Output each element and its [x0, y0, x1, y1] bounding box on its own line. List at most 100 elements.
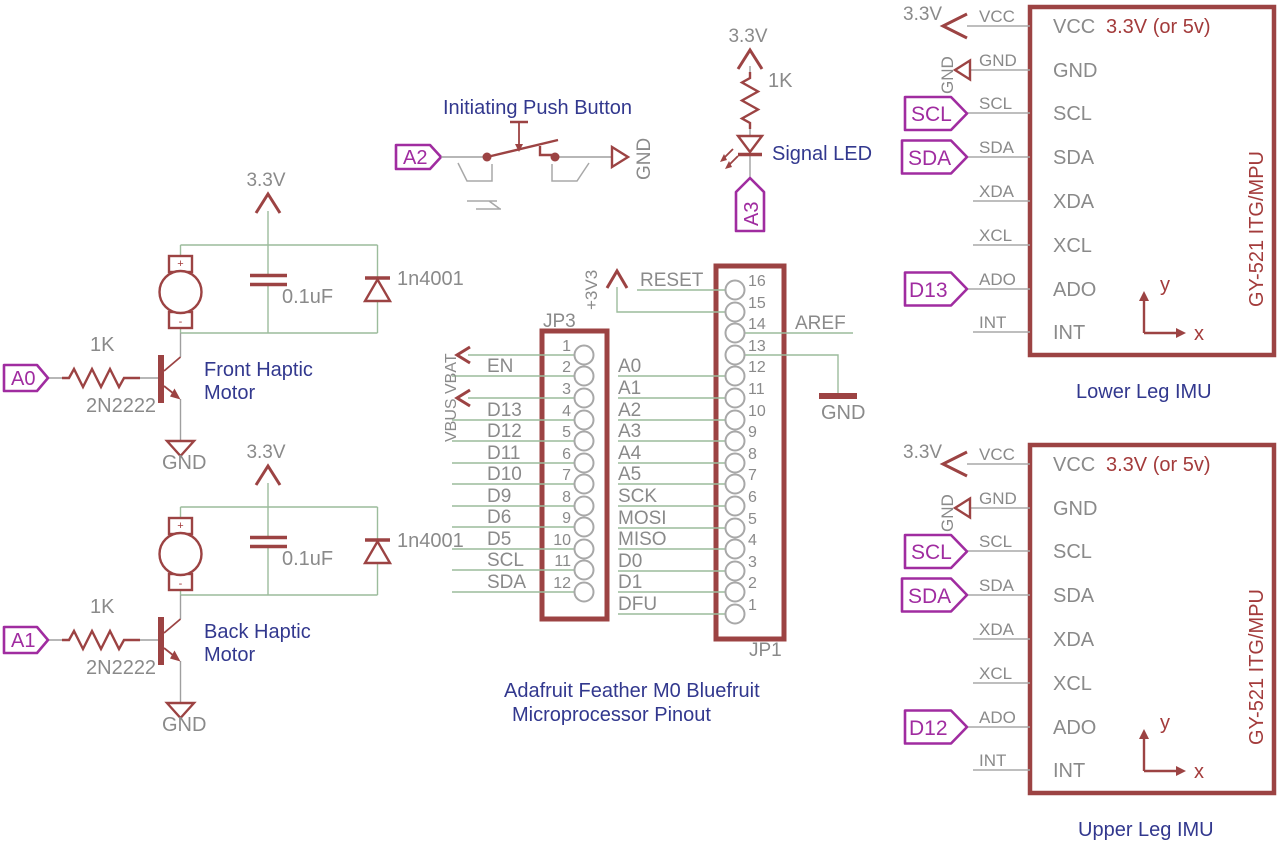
- gnd-symbol: [952, 58, 972, 82]
- svg-text:7: 7: [748, 467, 757, 484]
- upper-leg-imu: VCC GND SCL SDA XDA XCL ADO INT VCC GND …: [900, 442, 1277, 841]
- pin-header-scl: [903, 533, 969, 570]
- pin-header-a3-label: A3: [741, 202, 763, 226]
- pin-header-scl: [903, 95, 969, 132]
- svg-text:13: 13: [748, 338, 766, 355]
- gnd-symbol: [952, 496, 972, 520]
- svg-text:XCL: XCL: [1053, 235, 1092, 257]
- svg-text:D11: D11: [487, 443, 520, 464]
- svg-text:D6: D6: [487, 507, 511, 528]
- motor-symbol: + -: [158, 516, 203, 592]
- pin-names-inside: VCC GND SCL SDA XDA XCL ADO INT: [1053, 454, 1097, 782]
- power-arrow-icon: [254, 191, 282, 214]
- svg-text:XCL: XCL: [979, 226, 1012, 245]
- axis-y-label: y: [1160, 274, 1170, 296]
- lower-leg-imu: VCC GND SCL SDA XDA XCL ADO INT VCC GND …: [900, 4, 1277, 403]
- svg-text:A3: A3: [618, 421, 641, 442]
- circuit-name-line2: Motor: [204, 382, 255, 404]
- svg-text:XDA: XDA: [979, 182, 1015, 201]
- pin-stubs: [967, 25, 1030, 333]
- svg-text:GND: GND: [1053, 60, 1097, 82]
- svg-text:ADO: ADO: [979, 270, 1016, 289]
- diode-symbol: [362, 276, 393, 303]
- svg-text:XDA: XDA: [1053, 191, 1095, 213]
- resistor-value: 1K: [90, 334, 115, 356]
- svg-text:D1: D1: [618, 572, 642, 593]
- diode-value: 1n4001: [397, 268, 464, 290]
- gnd-label: GND: [938, 494, 957, 532]
- rail-label: 3.3V: [246, 442, 285, 463]
- svg-text:ADO: ADO: [1053, 717, 1096, 739]
- pin-header-a0: [2, 363, 50, 393]
- resistor-symbol: [739, 72, 761, 129]
- circuit-name-line1: Back Haptic: [204, 621, 311, 643]
- svg-text:4: 4: [562, 403, 571, 420]
- svg-text:INT: INT: [1053, 322, 1085, 344]
- motor-plus: +: [177, 520, 183, 532]
- voltage-note: 3.3V (or 5v): [1106, 16, 1210, 38]
- svg-text:SCK: SCK: [618, 486, 657, 507]
- pin-net-labels: A0 A1 A2 A3 A4 A5 SCK MOSI MISO D0 D1 DF…: [618, 356, 667, 615]
- svg-text:GND: GND: [979, 51, 1017, 70]
- net-wires: [48, 483, 379, 703]
- svg-text:9: 9: [748, 424, 757, 441]
- imu-outline: [1027, 4, 1277, 358]
- svg-text:DFU: DFU: [618, 594, 657, 615]
- svg-text:GND: GND: [1053, 498, 1097, 520]
- pin-header-a1-label: A1: [11, 630, 35, 652]
- svg-text:INT: INT: [979, 313, 1006, 332]
- push-button-circuit: Initiating Push Button A2 GND: [394, 97, 655, 210]
- imu-title: Lower Leg IMU: [1076, 381, 1212, 403]
- pin-wire-labels: VCC GND SCL SDA XDA XCL ADO INT: [979, 445, 1017, 770]
- chip-label: GY-521 ITG/MPU: [1246, 589, 1268, 745]
- svg-text:SDA: SDA: [1053, 147, 1095, 169]
- net-wires: [616, 287, 853, 615]
- svg-text:ADO: ADO: [979, 708, 1016, 727]
- capacitor-value: 0.1uF: [282, 548, 333, 570]
- gnd-label: GND: [634, 138, 655, 180]
- feather-title-line1: Adafruit Feather M0 Bluefruit: [504, 680, 760, 702]
- svg-text:GND: GND: [979, 489, 1017, 508]
- gnd-label: GND: [821, 402, 865, 424]
- pin-header-a3: [734, 176, 766, 233]
- pin-header-sda-label: SDA: [908, 585, 951, 608]
- svg-text:MISO: MISO: [618, 529, 667, 550]
- svg-text:D13: D13: [487, 400, 522, 421]
- svg-text:2: 2: [562, 359, 571, 376]
- svg-text:D10: D10: [487, 464, 522, 485]
- npn-transistor-symbol: [158, 355, 182, 403]
- svg-text:XCL: XCL: [979, 664, 1012, 683]
- pin-header-a2: [394, 143, 443, 171]
- svg-text:15: 15: [748, 295, 766, 312]
- pin-numbers: 1 2 3 4 5 6 7 8 9 10 11 12: [553, 338, 571, 592]
- svg-text:3: 3: [562, 381, 571, 398]
- diode-symbol: [362, 538, 393, 565]
- side-label: VBUS VBAT: [443, 353, 460, 442]
- gnd-label: GND: [938, 56, 957, 94]
- connector-name: JP1: [749, 640, 782, 661]
- connector-outline: [713, 263, 787, 642]
- pin-wire-labels: VCC GND SCL SDA XDA XCL ADO INT: [979, 7, 1017, 332]
- svg-text:D5: D5: [487, 529, 511, 550]
- svg-text:VCC: VCC: [1053, 16, 1095, 38]
- svg-text:10: 10: [748, 403, 766, 420]
- gnd-symbol: [819, 393, 857, 399]
- resistor-value: 1K: [90, 596, 115, 618]
- axes-icon: y x: [1139, 274, 1204, 345]
- pin-header-sda: [900, 577, 969, 613]
- axis-x-label: x: [1194, 761, 1204, 783]
- svg-text:XCL: XCL: [1053, 673, 1092, 695]
- net-wires: [48, 211, 379, 441]
- svg-text:SCL: SCL: [1053, 103, 1092, 125]
- jp3-connector: JP3 VBUS VBAT 1 2 3 4 5 6 7 8 9 10 11 12: [443, 311, 610, 622]
- net-wires: [452, 354, 575, 593]
- svg-text:12: 12: [748, 359, 766, 376]
- svg-text:5: 5: [748, 511, 757, 528]
- connector-name: JP3: [543, 311, 576, 332]
- svg-text:SCL: SCL: [979, 532, 1012, 551]
- pin-header-a0-label: A0: [11, 368, 35, 390]
- rail-label: +3V3: [582, 270, 601, 310]
- svg-text:8: 8: [562, 489, 571, 506]
